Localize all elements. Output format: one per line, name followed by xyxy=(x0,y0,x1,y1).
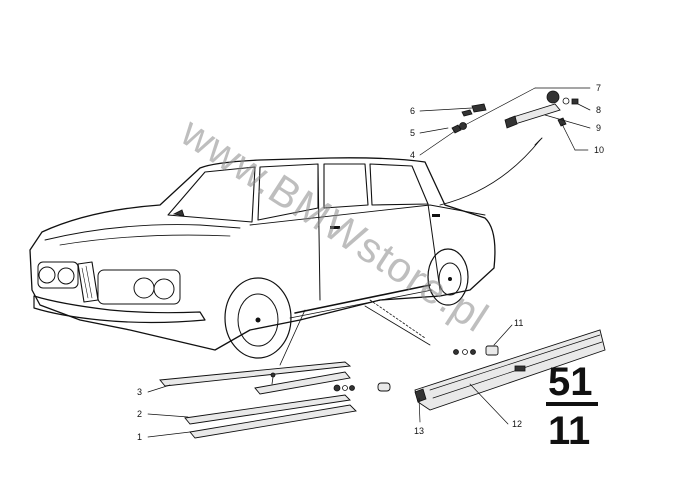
section-sub: 11 xyxy=(548,409,590,453)
callout-12: 12 xyxy=(512,419,522,429)
car-illustration xyxy=(29,157,496,359)
callout-8: 8 xyxy=(596,105,601,115)
watermark-text: www.BMWstore.pl xyxy=(172,108,497,342)
section-divider xyxy=(546,402,598,406)
upper-trim-parts xyxy=(451,90,579,134)
fasteners-and-rail xyxy=(333,329,606,411)
section-number: 51 11 xyxy=(546,360,598,453)
callout-3: 3 xyxy=(137,387,142,397)
callout-10: 10 xyxy=(594,145,604,155)
leader-lines xyxy=(279,137,543,366)
callout-1: 1 xyxy=(137,432,142,442)
section-group: 51 xyxy=(548,360,593,404)
callout-7: 7 xyxy=(596,83,601,93)
callouts: 1 2 3 4 5 6 7 8 9 10 11 12 xyxy=(137,83,604,442)
callout-9: 9 xyxy=(596,123,601,133)
callout-4: 4 xyxy=(410,150,415,160)
callout-6: 6 xyxy=(410,106,415,116)
callout-2: 2 xyxy=(137,409,142,419)
callout-5: 5 xyxy=(410,128,415,138)
callout-13: 13 xyxy=(414,426,424,436)
rocker-mouldings xyxy=(159,361,357,439)
callout-11: 11 xyxy=(514,318,523,328)
